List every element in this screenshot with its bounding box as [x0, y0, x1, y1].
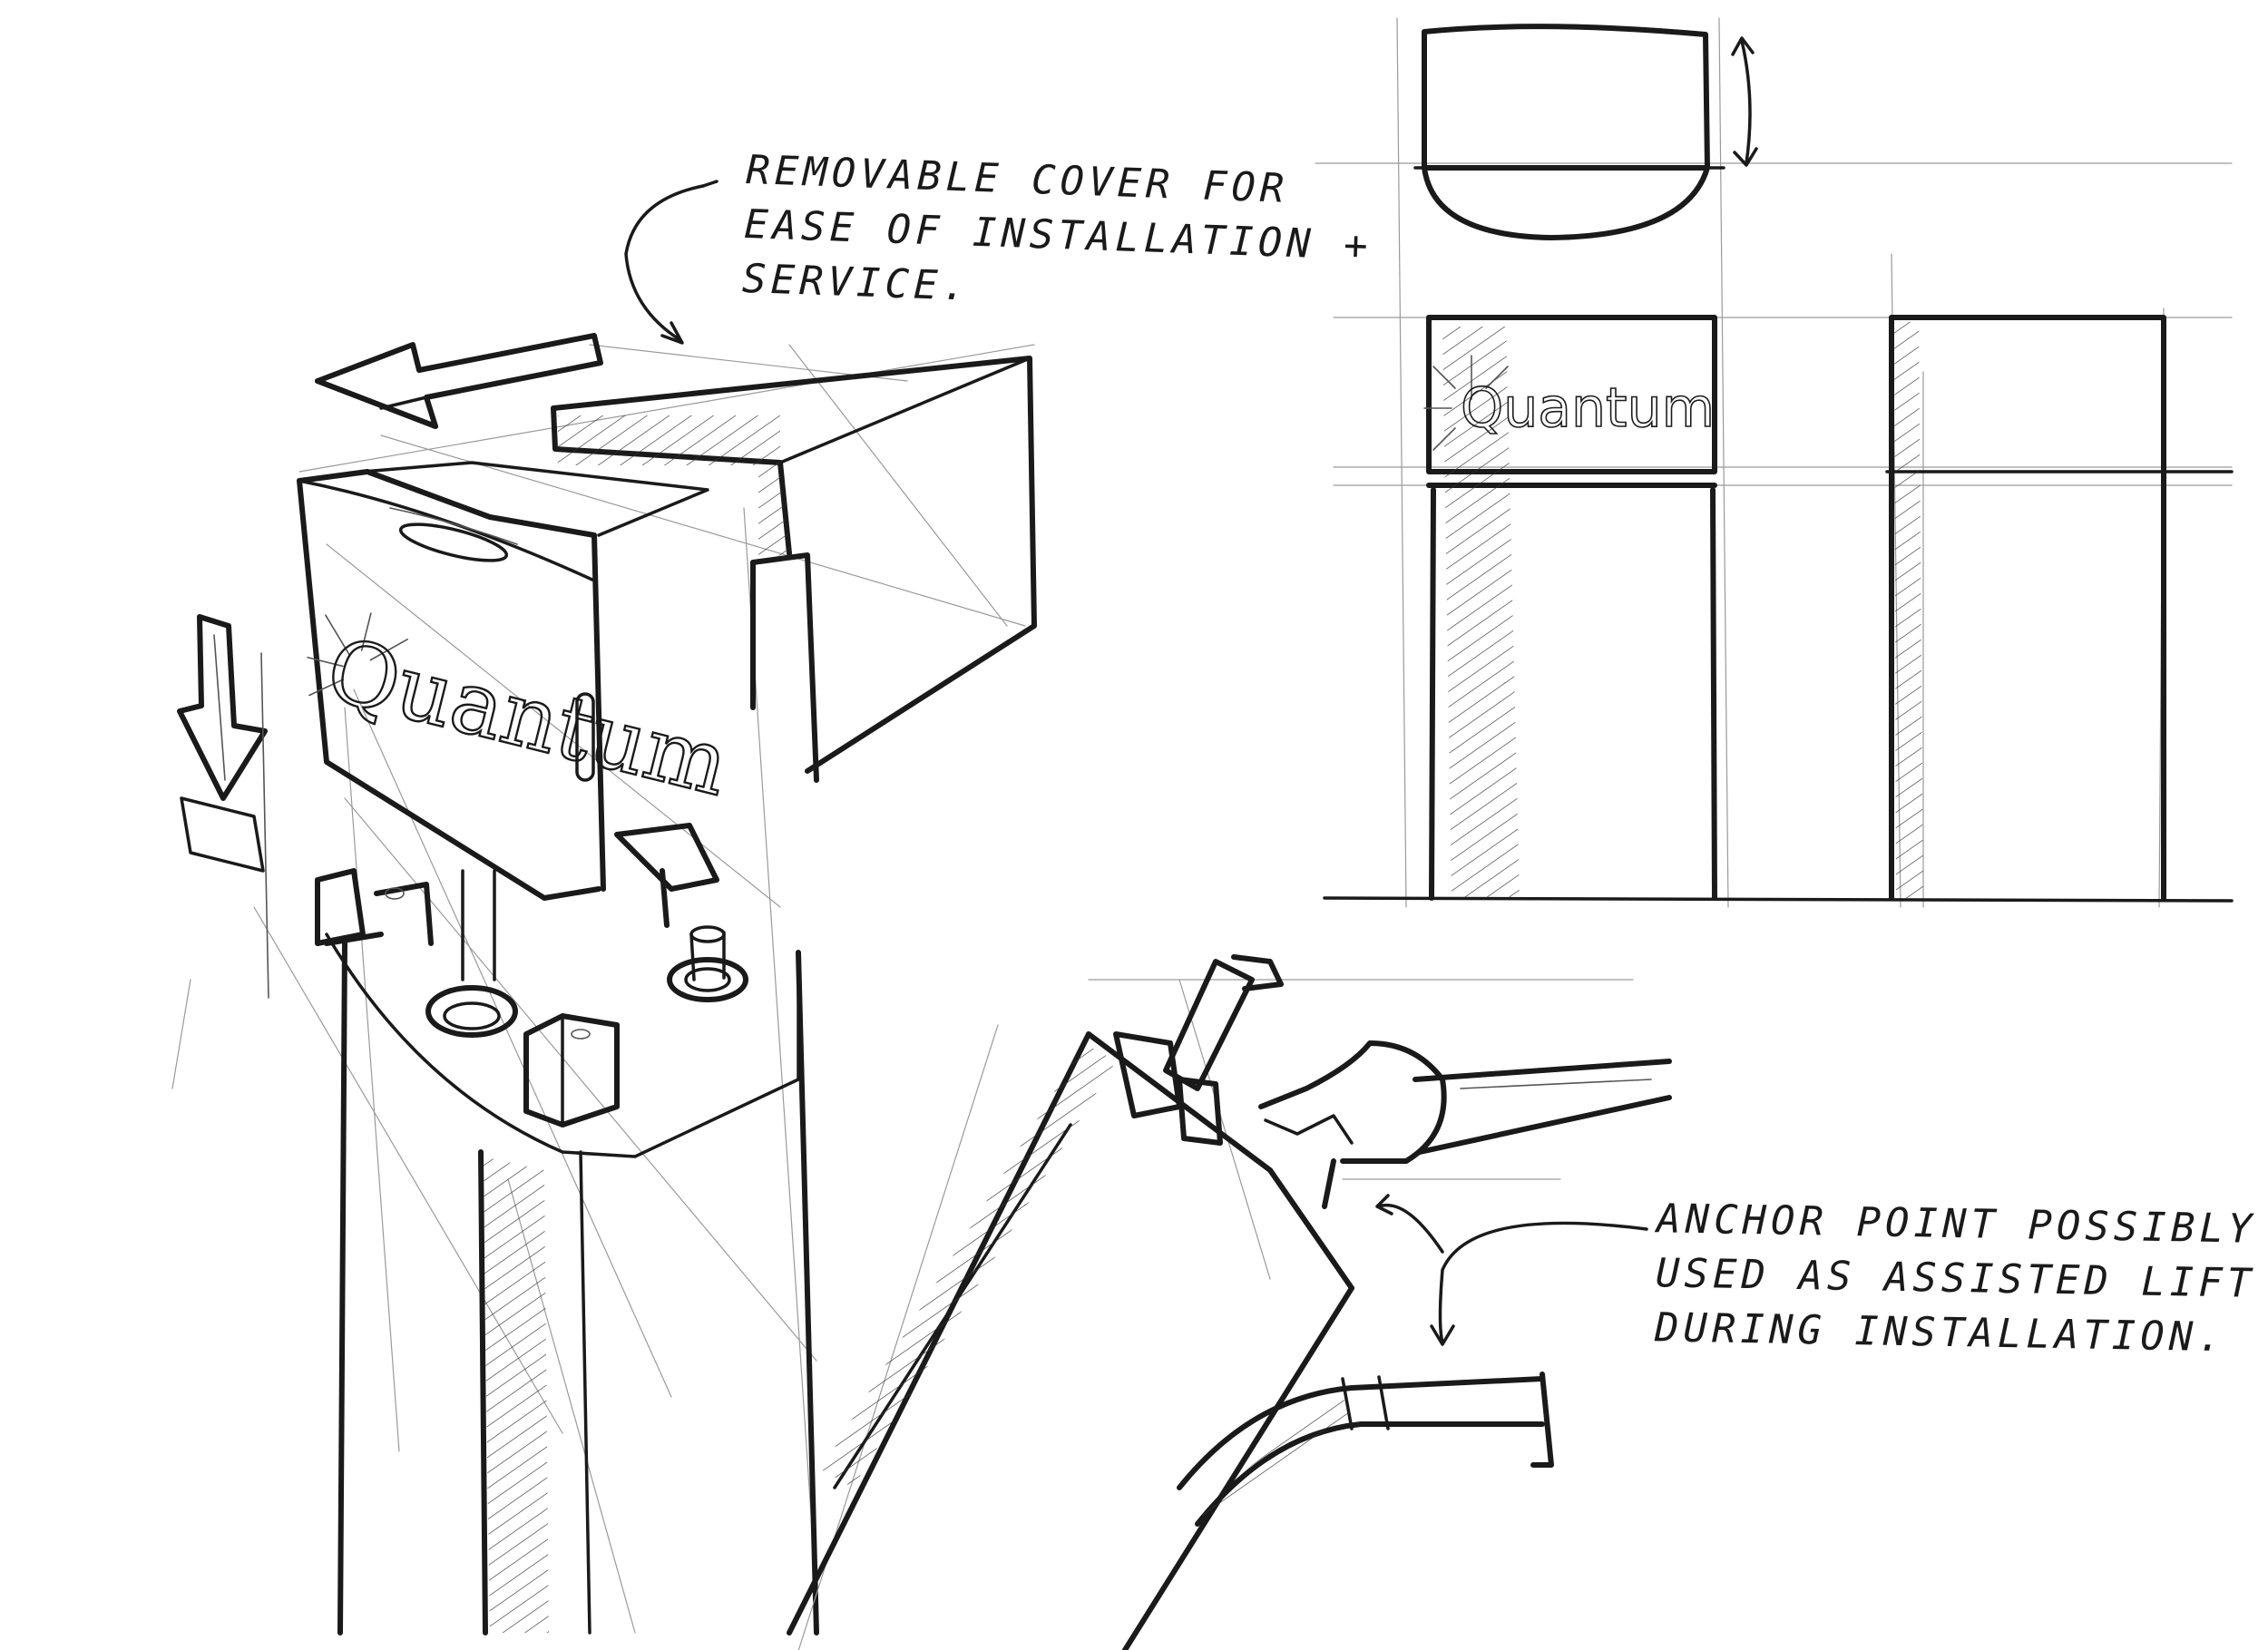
quantum-logo-front: Quantum — [1423, 355, 1716, 451]
leader-arrow-anchor — [1375, 1194, 1648, 1346]
column-mounting-plate — [315, 823, 819, 1635]
logo-wordmark-front: Quantum — [1461, 376, 1715, 440]
arrow-down-icon — [177, 614, 269, 999]
leader-arrow-cover — [624, 180, 719, 345]
anchor-point-detail — [787, 954, 1672, 1650]
perspective-column-sketch: Quantum — [171, 333, 1037, 1635]
plan-view-cover — [1413, 24, 1758, 240]
logo-wordmark: Quantum — [318, 619, 739, 816]
arrow-left-icon — [315, 333, 603, 429]
elevation-views: Quantum — [1315, 17, 2234, 908]
side-elevation — [1885, 315, 2234, 901]
annotation-removable-cover: REMOVABLE COVER FOR EASE OF INSTALLATION… — [741, 143, 1375, 328]
removable-cover-box — [551, 356, 1037, 783]
front-elevation: Quantum — [1323, 315, 2234, 903]
front-cover-panel: Quantum — [297, 461, 739, 901]
annotation-anchor-point: ANCHOR POINT POSSIBLY USED AS ASSISTED L… — [1654, 1192, 2257, 1366]
annotation-anchor-point-line3: DURING INSTALLATION. — [1654, 1304, 2227, 1362]
dimension-arrow-icon — [1731, 36, 1758, 167]
